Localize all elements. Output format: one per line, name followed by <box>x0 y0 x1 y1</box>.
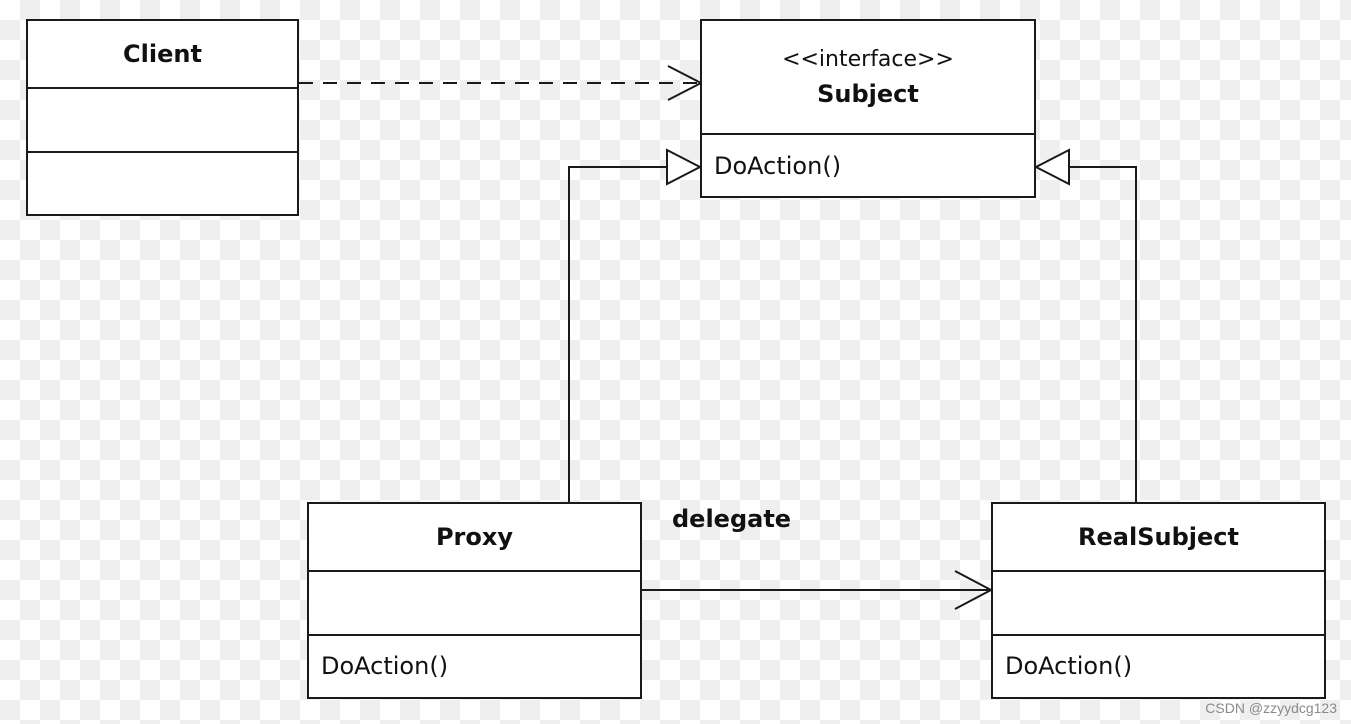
class-realsubject-name: RealSubject <box>1078 523 1239 551</box>
class-proxy-name: Proxy <box>435 523 514 551</box>
class-realsubject[interactable]: RealSubject DoAction() <box>991 502 1326 699</box>
class-subject-name: Subject <box>817 79 919 108</box>
class-subject-header: <<interface>> Subject <box>702 21 1034 133</box>
class-client[interactable]: Client <box>26 19 299 216</box>
realization-realsubject-subject <box>1069 166 1137 502</box>
watermark: CSDN @zzyydcg123 <box>1205 700 1337 716</box>
class-subject-methods: DoAction() <box>702 133 1034 196</box>
class-realsubject-methods: DoAction() <box>993 633 1324 698</box>
realization-arrowhead-proxy <box>666 148 703 186</box>
class-realsubject-attributes <box>993 570 1324 634</box>
class-proxy-attributes <box>309 570 640 634</box>
class-client-methods <box>28 150 297 215</box>
class-proxy-methods: DoAction() <box>309 633 640 698</box>
delegate-label: delegate <box>672 505 792 533</box>
class-realsubject-header: RealSubject <box>993 504 1324 570</box>
realization-arrowhead-realsubject <box>1033 148 1070 186</box>
class-client-attributes <box>28 87 297 151</box>
class-client-name: Client <box>123 40 202 68</box>
class-subject[interactable]: <<interface>> Subject DoAction() <box>700 19 1036 198</box>
realization-proxy-subject <box>568 166 667 502</box>
class-subject-stereotype: <<interface>> <box>782 46 954 72</box>
class-proxy-header: Proxy <box>309 504 640 570</box>
class-client-header: Client <box>28 21 297 87</box>
class-proxy[interactable]: Proxy DoAction() <box>307 502 642 699</box>
